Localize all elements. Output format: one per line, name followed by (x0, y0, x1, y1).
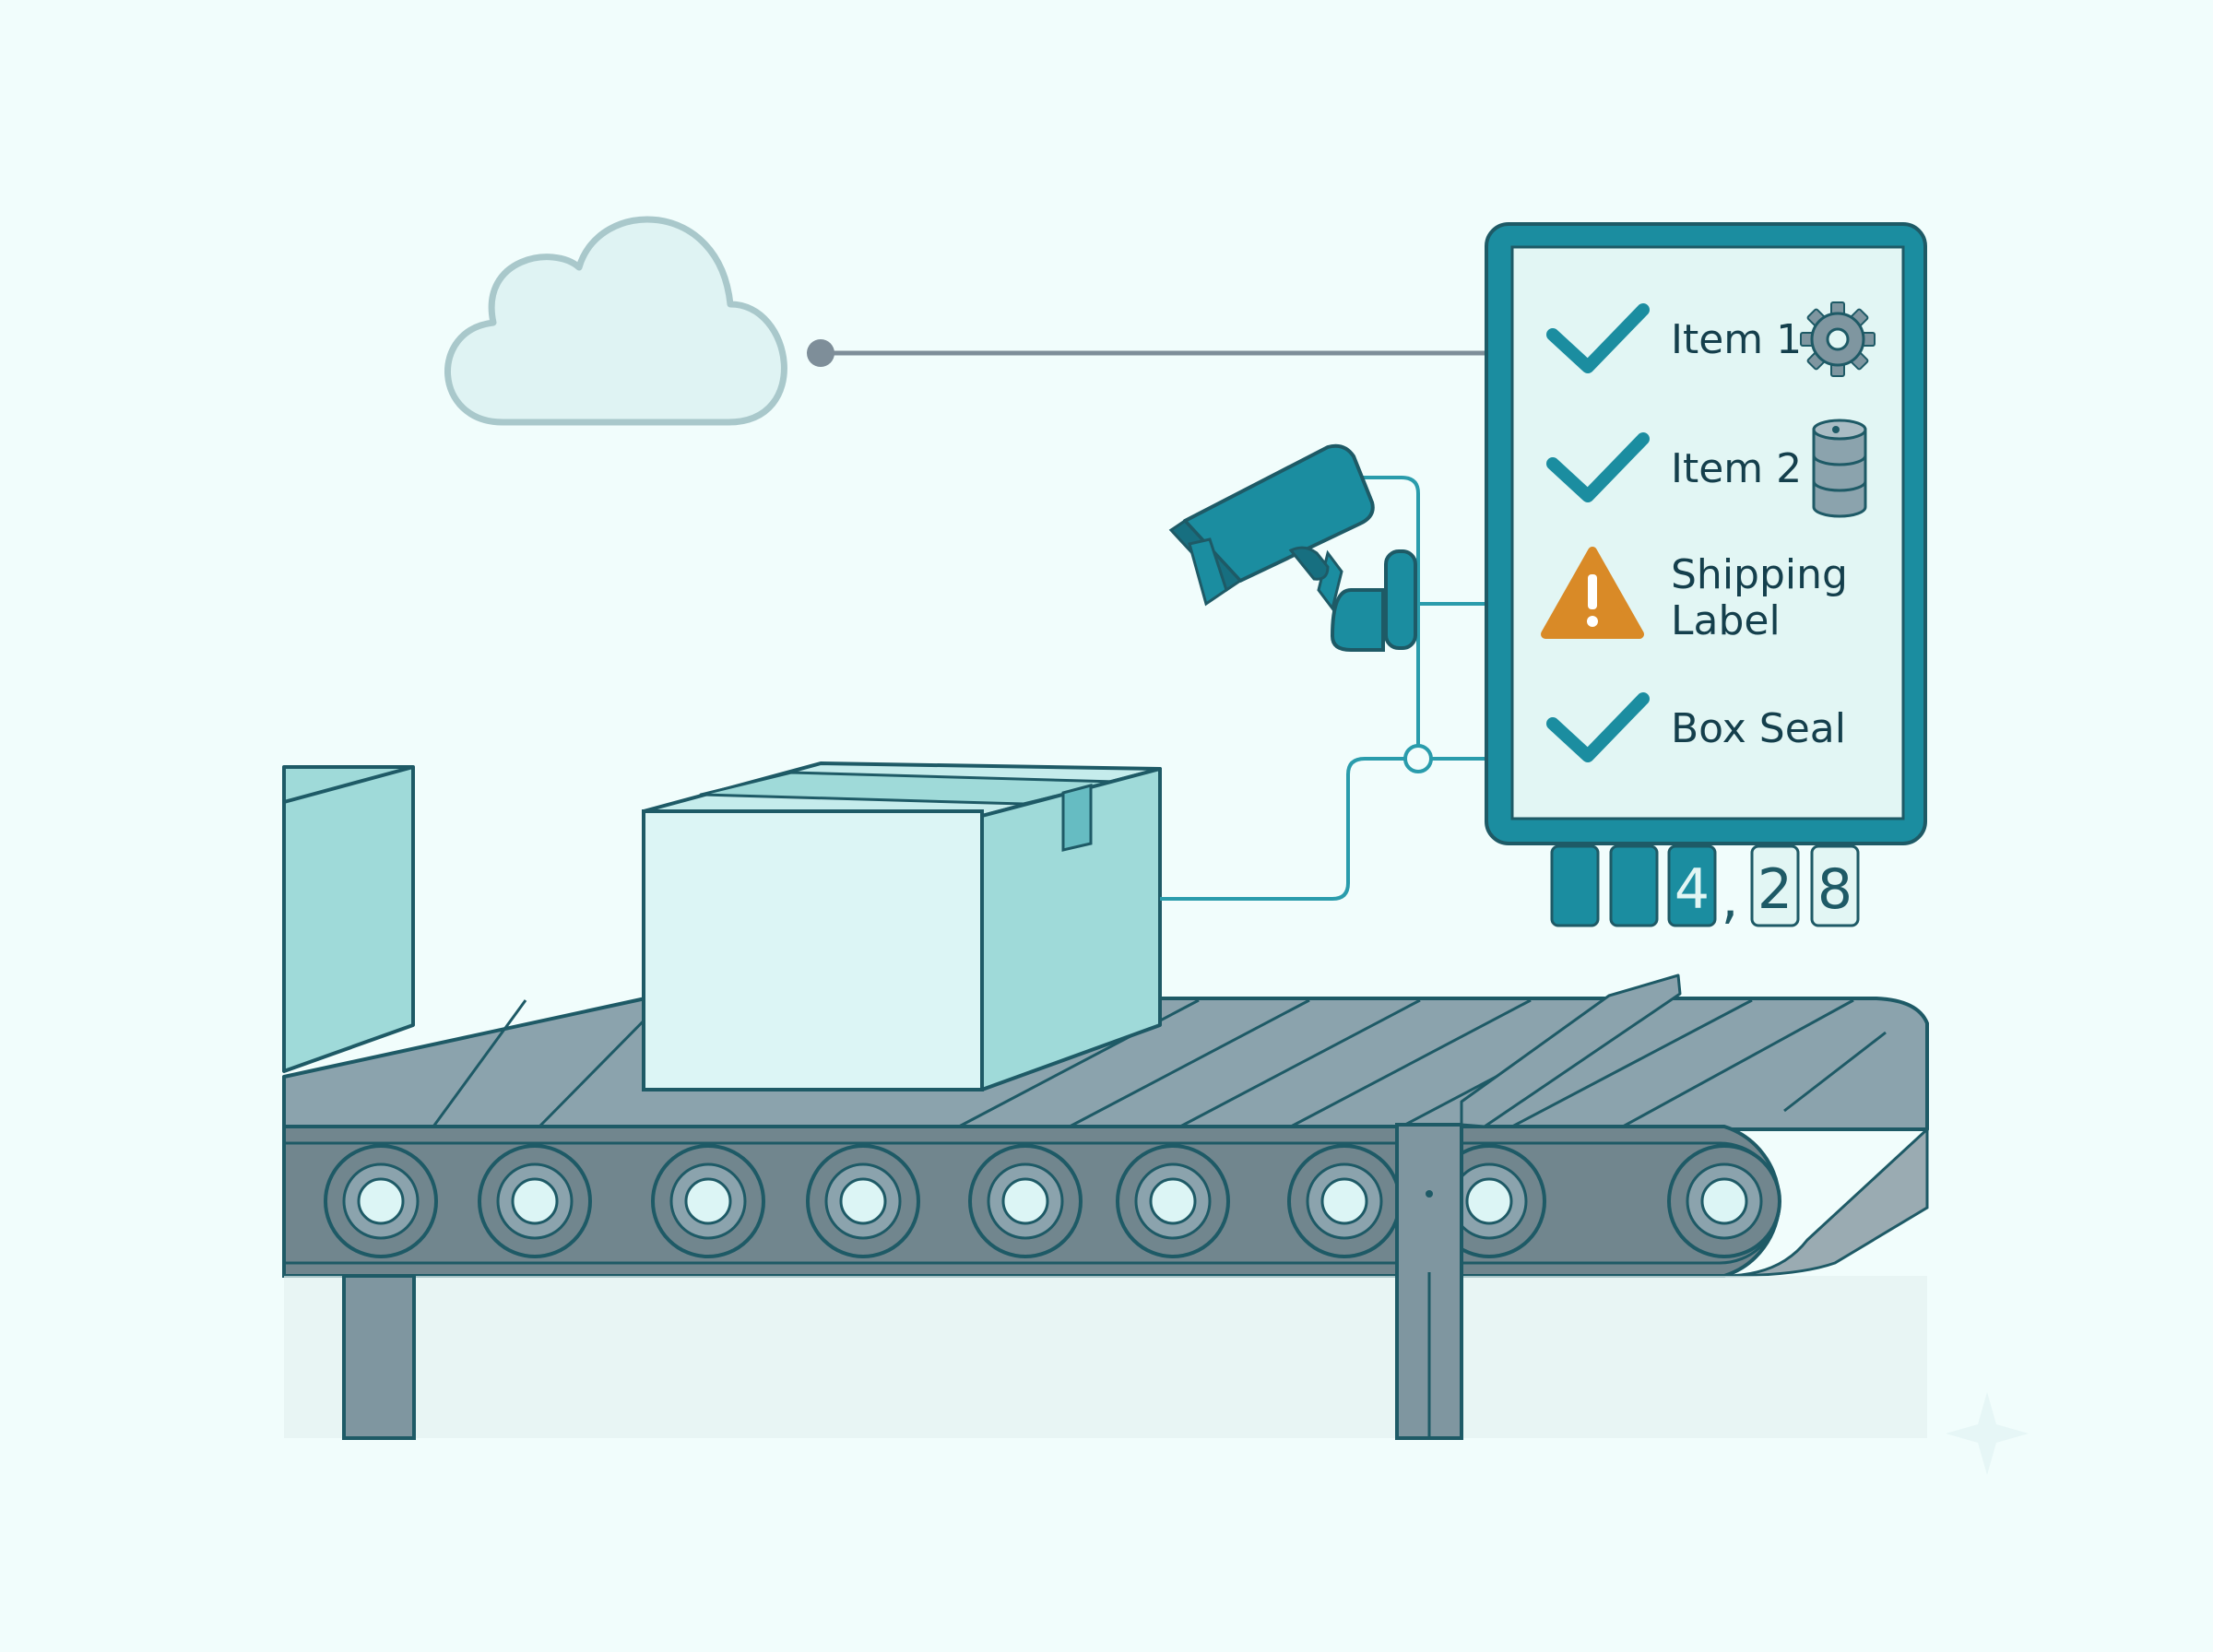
svg-text:4: 4 (1675, 857, 1710, 922)
checklist-label: Item 1 (1671, 316, 1802, 363)
conveyor-roller (968, 1144, 1083, 1258)
database-icon (1812, 419, 1867, 518)
data-wiring (1160, 476, 1486, 901)
svg-text:8: 8 (1817, 857, 1852, 922)
cardboard-box (642, 761, 1162, 1092)
left-box (282, 765, 415, 1073)
check-icon (1546, 432, 1650, 502)
checklist-item: Item 1 (1546, 301, 1876, 377)
conveyor-roller (1287, 1144, 1402, 1258)
checklist-label: Shipping (1671, 551, 1848, 598)
conveyor-roller (324, 1144, 438, 1258)
counter-digit: 4 (1667, 844, 1717, 927)
sparkle-icon (1946, 1392, 2029, 1475)
gear-icon (1800, 301, 1876, 377)
check-icon (1546, 303, 1650, 373)
checklist-label: Box Seal (1671, 705, 1846, 752)
counter-digit (1609, 844, 1659, 927)
checklist-item: Box Seal (1546, 692, 1846, 762)
conveyor-roller (1116, 1144, 1230, 1258)
warning-triangle-icon (1541, 547, 1644, 639)
security-camera-icon (1168, 443, 1417, 652)
checklist-label: Item 2 (1671, 445, 1802, 492)
checklist-label: Label (1671, 597, 1781, 644)
counter-digit (1550, 844, 1600, 927)
conveyor-roller (478, 1144, 592, 1258)
check-icon (1546, 692, 1650, 762)
counter-digit: 8 (1810, 844, 1860, 927)
cloud-icon (444, 216, 787, 426)
conveyor-roller (651, 1144, 765, 1258)
svg-text:2: 2 (1757, 857, 1793, 922)
counter-digit: 2 (1750, 844, 1800, 927)
conveyor-roller (1667, 1144, 1781, 1258)
conveyor-belt (282, 974, 1929, 1440)
conveyor-roller (806, 1144, 920, 1258)
counter-separator: , (1721, 867, 1738, 931)
checklist-item: Item 2 (1546, 419, 1867, 518)
cloud-link-line (807, 339, 1486, 367)
